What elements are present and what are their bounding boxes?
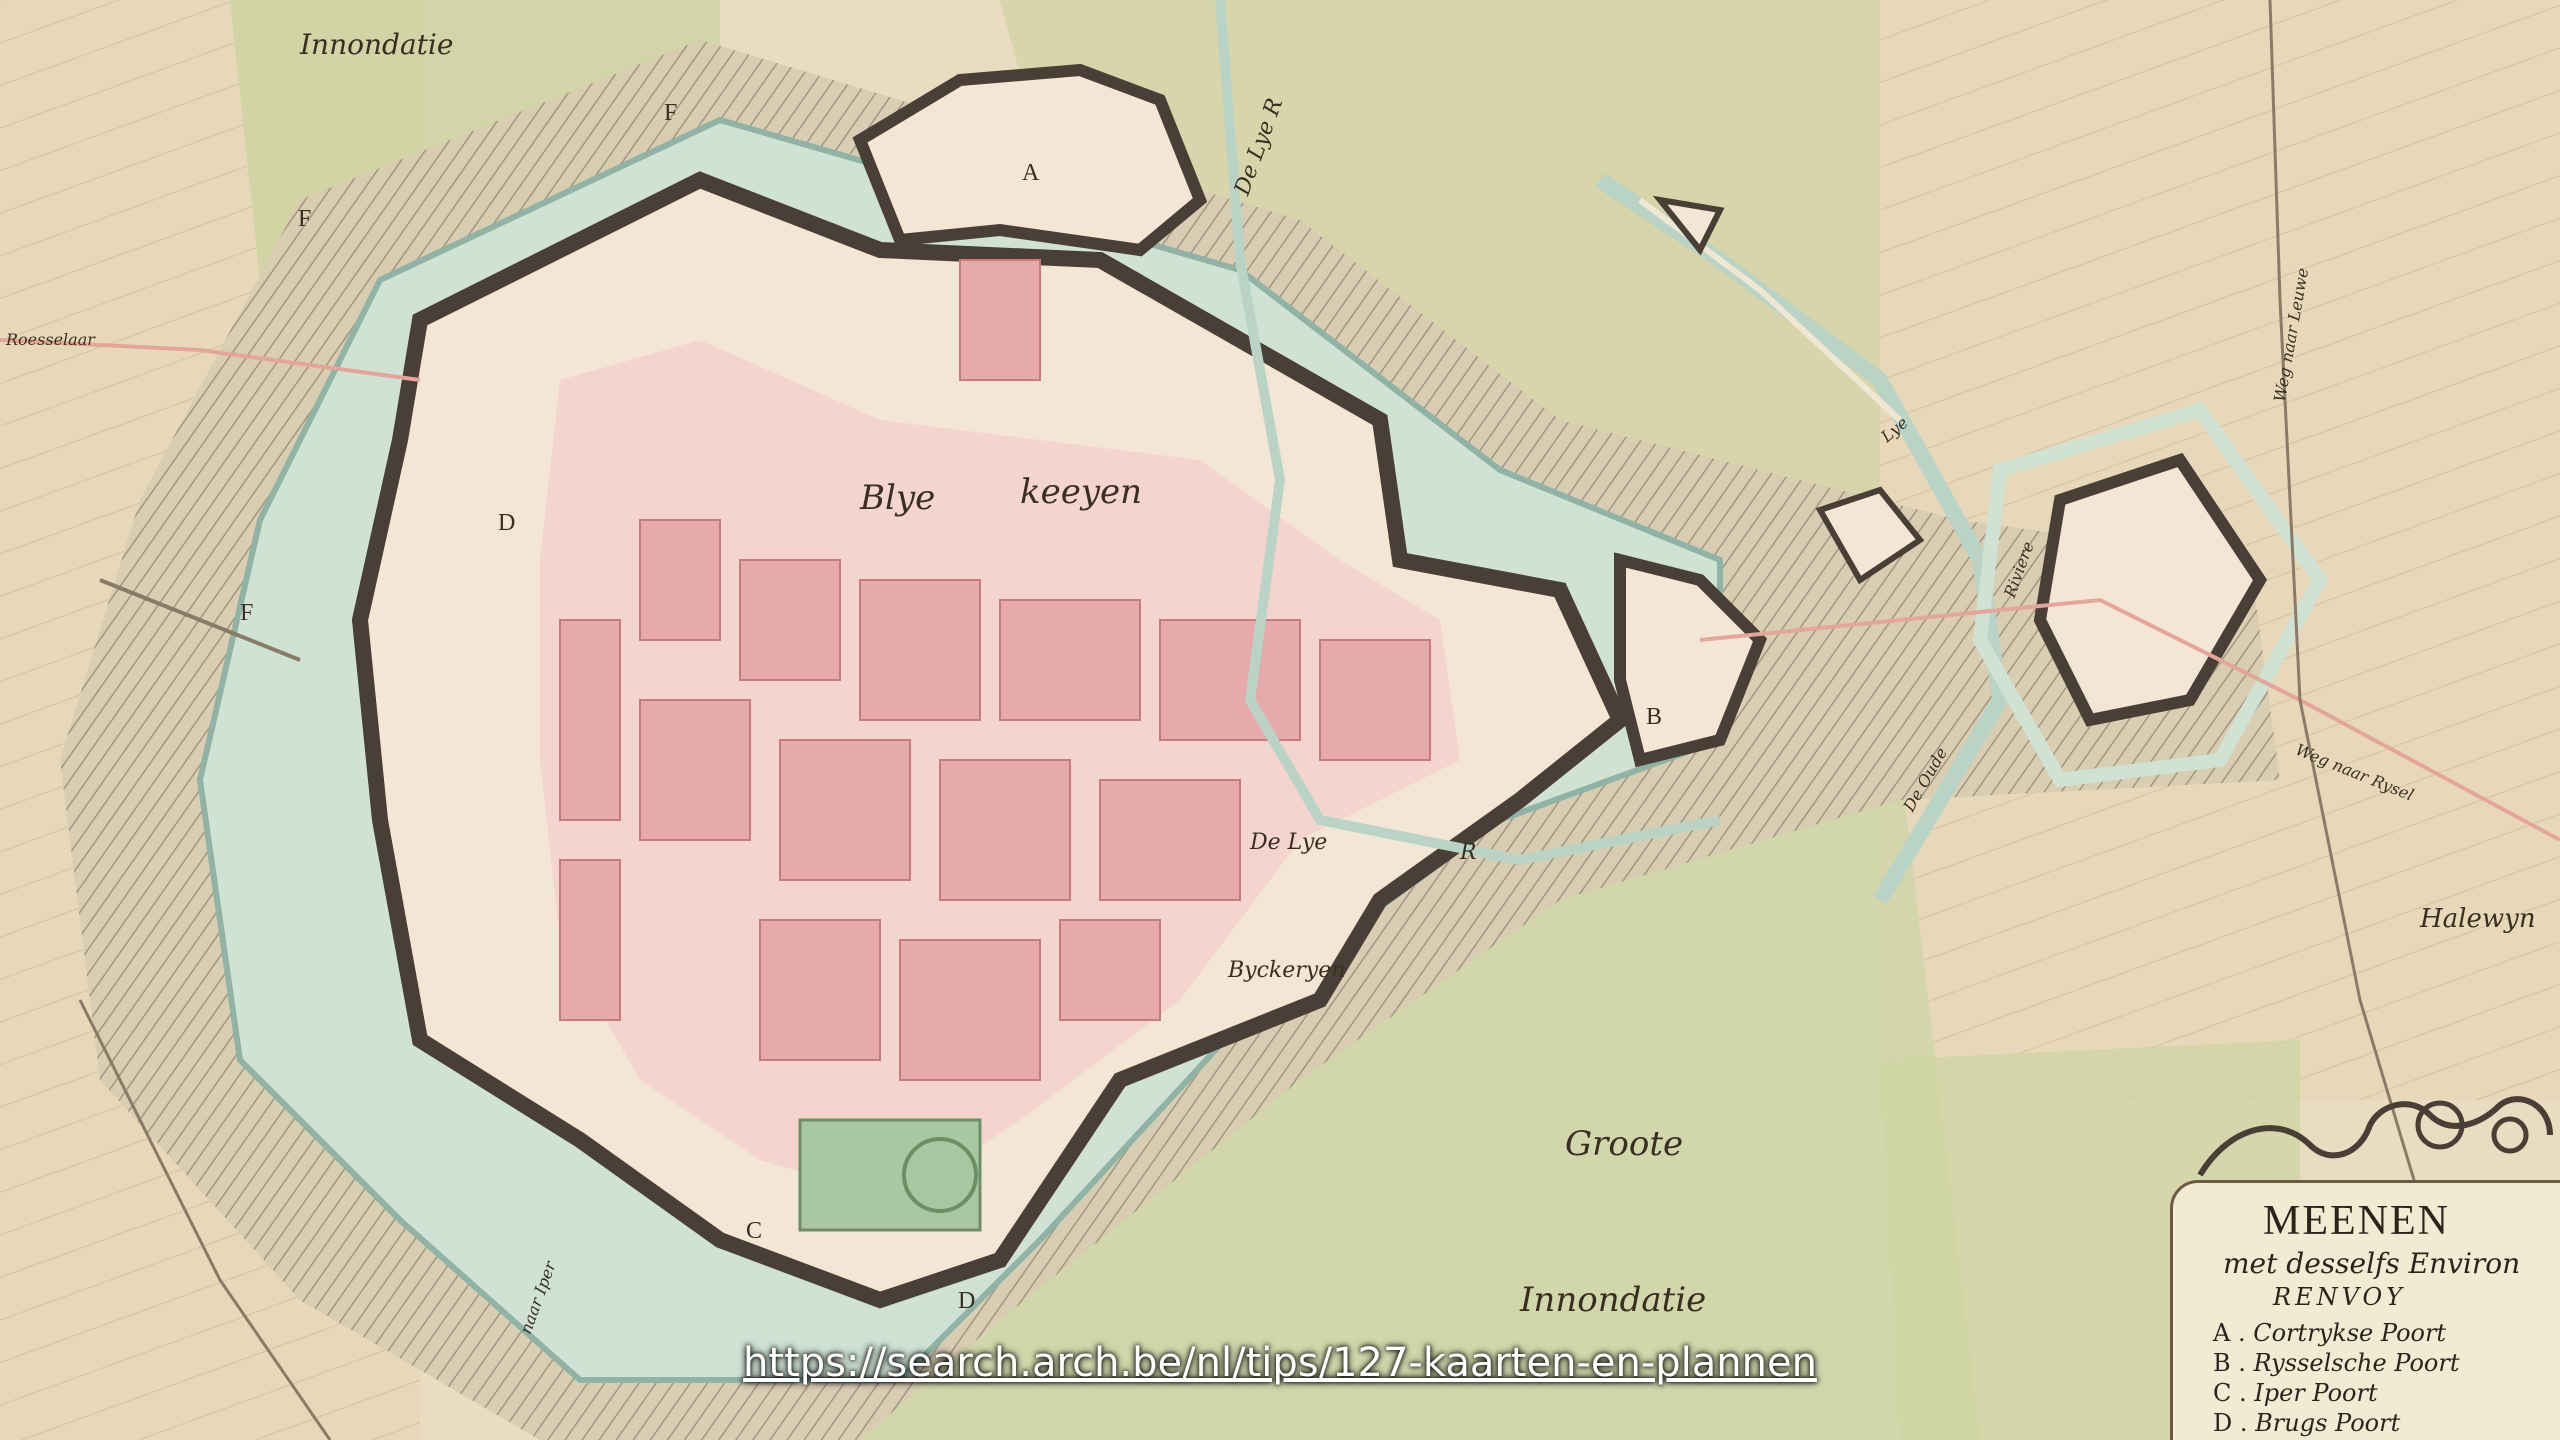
north-buildings: [959, 259, 1041, 381]
letter-d-west: D: [498, 510, 516, 536]
town-blocks: [559, 519, 1431, 1081]
label-roeselaar-road: Roesselaar: [6, 330, 95, 349]
label-byckeryen: Byckeryen: [1228, 958, 1346, 983]
label-blye: Blye: [860, 478, 936, 518]
letter-b: B: [1646, 704, 1663, 730]
cartouche-ornament: [2197, 1096, 2553, 1177]
legend-item-a: A . Cortrykse Poort: [2213, 1319, 2447, 1347]
letter-f-north: F: [664, 100, 678, 126]
legend-item-c: C . Iper Poort: [2213, 1379, 2378, 1407]
legend-text: Iper Poort: [2254, 1379, 2378, 1407]
redoubt-north: [1652, 195, 1725, 256]
letter-f-northwest: F: [298, 206, 312, 232]
road-southwest: [78, 999, 332, 1440]
legend-subtitle: met desselfs Environ: [2223, 1247, 2521, 1280]
legend-item-b: B . Rysselsche Poort: [2213, 1349, 2460, 1377]
letter-a: A: [1022, 160, 1040, 186]
halewyn-fort: [2033, 452, 2268, 727]
label-halewyn: Halewyn: [2420, 904, 2536, 934]
label-innondatie-top: Innondatie: [300, 28, 454, 61]
formal-garden: [798, 1118, 982, 1232]
legend-title: MEENEN: [2263, 1198, 2450, 1244]
outwork-east: [1614, 552, 1768, 768]
letter-d-south: D: [958, 1288, 976, 1314]
label-groote: Groote: [1565, 1124, 1684, 1164]
road-west: [99, 578, 301, 662]
legend-key: B: [2213, 1349, 2231, 1377]
garden-rondel: [902, 1137, 978, 1213]
label-keeyen: keeyen: [1020, 472, 1143, 512]
legend-key: C: [2213, 1379, 2232, 1407]
legend-renvoy: RENVOY: [2273, 1283, 2407, 1311]
road-east: [1699, 597, 2560, 842]
label-innondatie-bottom: Innondatie: [1520, 1280, 1707, 1320]
legend-item-d: D . Brugs Poort: [2213, 1409, 2401, 1437]
legend-text: Rysselsche Poort: [2253, 1349, 2460, 1377]
hornwork-north: [852, 63, 1208, 257]
letter-c: C: [746, 1218, 763, 1244]
river-lye: [1215, 0, 1721, 866]
road-roeselaar: [0, 338, 421, 382]
source-link[interactable]: https://search.arch.be/nl/tips/127-kaart…: [743, 1340, 1817, 1386]
legend-text: Cortrykse Poort: [2253, 1319, 2447, 1347]
label-de-lye-middle-r: R: [1460, 840, 1477, 865]
map-legend: MEENEN met desselfs Environ RENVOY A . C…: [2170, 1180, 2560, 1440]
road-halewyn: [2268, 0, 2422, 1201]
redoubt-east: [1815, 486, 1925, 585]
legend-key: A: [2213, 1319, 2231, 1347]
halewyn-fort-moat: [1972, 401, 2329, 788]
legend-key: D: [2213, 1409, 2233, 1437]
letter-f-west: F: [240, 600, 254, 626]
river-lye-inner: [1638, 197, 1903, 423]
legend-text: Brugs Poort: [2255, 1409, 2401, 1437]
label-de-lye-middle: De Lye: [1250, 830, 1328, 855]
